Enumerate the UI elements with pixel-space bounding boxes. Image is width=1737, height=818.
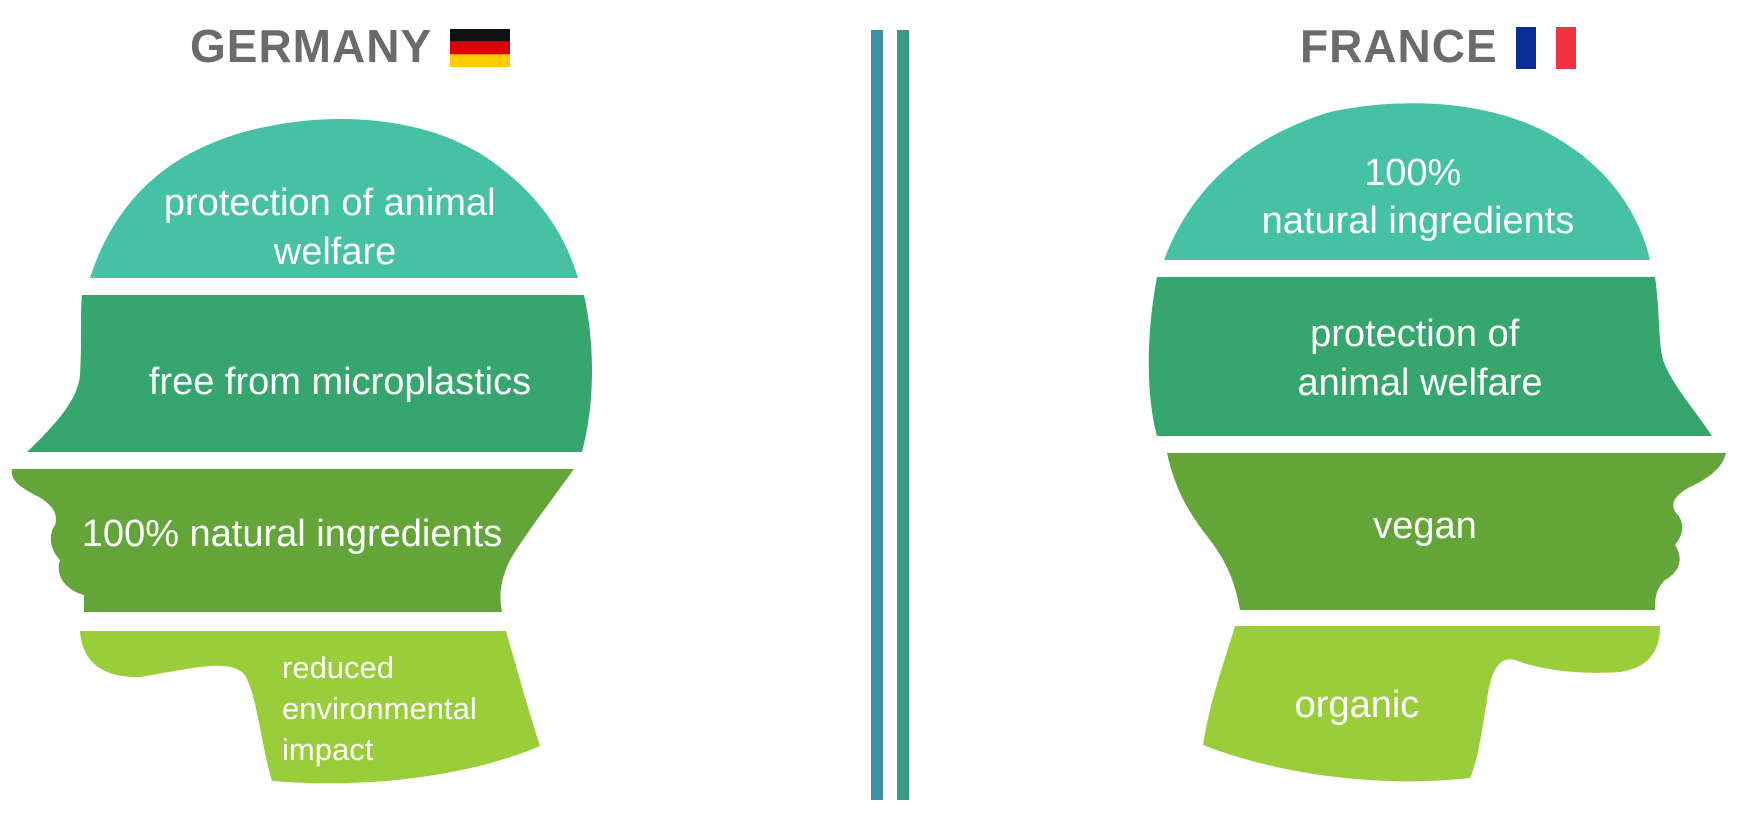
germany-segment-3-label: 100% natural ingredients [82, 513, 502, 555]
divider-line-left [871, 30, 883, 800]
germany-title-text: GERMANY [190, 20, 433, 72]
france-segment-4 [1203, 626, 1660, 782]
france-segment-4-label: organic [1295, 684, 1420, 726]
france-title-text: FRANCE [1300, 20, 1498, 72]
germany-segment-4-label: reduced environmental impact [282, 650, 485, 767]
germany-segment-2 [27, 295, 592, 452]
divider-line-right [897, 30, 909, 800]
france-segment-1 [1164, 103, 1650, 261]
france-segment-2 [1148, 277, 1712, 436]
france-segment-1-label: 100% natural ingredients [1262, 152, 1575, 242]
germany-segment-4 [80, 631, 540, 784]
france-segment-2-label: protection of animal welfare [1298, 313, 1543, 404]
france-title: FRANCE [1300, 20, 1576, 72]
germany-segment-1 [90, 118, 578, 278]
germany-title: GERMANY [190, 20, 511, 72]
germany-flag-icon [450, 29, 511, 67]
france-flag-icon [1515, 27, 1576, 69]
france-segment-3 [1167, 453, 1726, 610]
germany-segment-2-label: free from microplastics [149, 361, 531, 403]
germany-segment-3 [11, 469, 575, 612]
france-segment-3-label: vegan [1373, 505, 1477, 547]
germany-segment-1-label: protection of animal welfare [164, 182, 506, 273]
